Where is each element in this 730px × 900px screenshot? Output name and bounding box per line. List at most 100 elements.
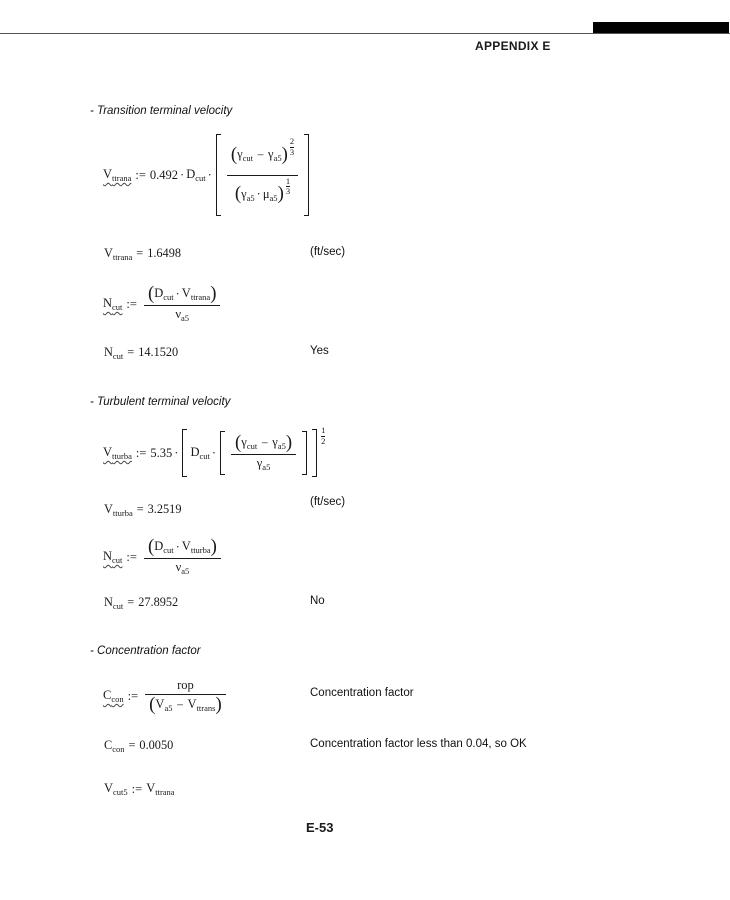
left-bracket <box>182 429 188 477</box>
header-black-bar <box>593 22 729 33</box>
var-base: V <box>187 696 197 711</box>
var-base: γ <box>256 455 263 470</box>
var-v-tturba: Vtturba <box>182 539 211 555</box>
equation-turbulent-terminal-velocity-definition: Vtturba := 5.35 · Dcut · ( γcut − <box>103 424 326 482</box>
var-gamma-a5: γa5 <box>257 456 271 472</box>
result-value: 27.8952 <box>138 595 179 609</box>
var-subscript: con <box>112 744 125 754</box>
fraction-denominator: νa5 <box>171 306 193 324</box>
right-paren: ) <box>285 432 293 454</box>
var-base: V <box>155 696 165 711</box>
fraction-numerator: ( Dcut · Vtturba ) <box>144 537 221 558</box>
var-base: V <box>181 286 191 301</box>
fraction-denominator: νa5 <box>172 559 194 577</box>
fraction-numerator: ( Dcut · Vttrana ) <box>144 284 220 305</box>
result-v-tturba: Vtturba=3.2519 <box>104 502 181 518</box>
header-rule-line <box>0 33 730 34</box>
left-paren: ( <box>230 143 238 165</box>
coefficient: 5.35 <box>150 445 173 460</box>
var-base: V <box>103 166 113 181</box>
var-subscript: cut <box>195 172 206 183</box>
multiply-dot: · <box>211 445 217 460</box>
var-subscript: cut <box>112 554 123 565</box>
var-subscript: con <box>111 693 124 704</box>
left-paren: ( <box>234 183 242 205</box>
assign-operator: := <box>127 688 139 703</box>
section-label-concentration-factor: - Concentration factor <box>90 645 201 657</box>
var-mu-a5: μa5 <box>263 187 278 203</box>
var-base: N <box>104 345 113 359</box>
page-number: E-53 <box>306 820 334 835</box>
var-v-ttrana: Vttrana <box>103 167 131 183</box>
var-d-cut: Dcut <box>154 286 173 302</box>
var-c-con: Ccon <box>103 688 124 704</box>
ok-annotation: Concentration factor less than 0.04, so … <box>310 738 527 750</box>
var-base: V <box>104 502 113 516</box>
right-bracket <box>304 133 310 217</box>
assign-operator: := <box>135 167 146 182</box>
multiply-dot: · <box>256 187 261 202</box>
var-rop: rop <box>177 677 194 692</box>
var-subscript: tturba <box>112 450 132 461</box>
var-subscript: a5 <box>262 461 271 472</box>
var-base: V <box>104 246 113 260</box>
var-gamma-a5: γa5 <box>241 187 255 203</box>
var-gamma-cut: γcut <box>241 435 257 451</box>
var-base: ν <box>175 306 181 321</box>
var-subscript: ttrana <box>155 787 175 797</box>
equation-v-cut5-assignment: Vcut5 := Vttrana <box>104 781 175 797</box>
equals-operator: = <box>127 595 135 609</box>
var-subscript: tturba <box>190 545 211 556</box>
left-bracket <box>215 133 221 217</box>
multiply-dot: · <box>180 167 185 182</box>
exp-bar <box>321 435 326 437</box>
assign-operator: := <box>135 445 147 460</box>
fraction-denominator: γa5 <box>253 455 275 473</box>
var-base: N <box>103 295 113 310</box>
equals-operator: = <box>136 502 144 516</box>
fraction-bar <box>231 453 297 455</box>
multiply-dot: · <box>175 286 180 301</box>
right-paren: ) <box>215 693 222 715</box>
var-base: D <box>190 444 200 459</box>
var-gamma-cut: γcut <box>237 147 253 163</box>
exp-bar <box>285 186 291 188</box>
var-subscript: ttrana <box>112 252 133 262</box>
description-annotation: Concentration factor <box>310 687 414 699</box>
fraction-numerator: rop <box>173 677 198 694</box>
var-subscript: cut <box>246 441 258 452</box>
var-base: γ <box>268 147 274 162</box>
var-gamma-a5: γa5 <box>272 435 286 451</box>
unit-annotation: (ft/sec) <box>310 496 346 508</box>
var-subscript: cut <box>199 450 210 461</box>
fraction-bar <box>143 304 221 306</box>
left-paren: ( <box>235 432 242 454</box>
result-c-con: Ccon=0.0050 <box>104 738 173 754</box>
var-base: N <box>103 548 113 563</box>
var-base: N <box>104 595 113 609</box>
fraction-bar <box>145 693 226 695</box>
var-base: μ <box>262 186 270 201</box>
exp-denominator: 3 <box>285 186 291 197</box>
result-v-ttrana: Vttrana=1.6498 <box>104 246 181 262</box>
flag-annotation: No <box>310 595 325 607</box>
var-nu-a5: νa5 <box>175 307 189 323</box>
var-base: C <box>103 687 112 702</box>
multiply-dot: · <box>207 167 212 182</box>
var-base: γ <box>241 186 247 201</box>
var-subscript: tturba <box>112 508 133 518</box>
var-subscript: a5 <box>246 192 255 203</box>
var-v-ttrans: Vttrans <box>188 697 216 713</box>
multiply-dot: · <box>174 445 179 460</box>
minus-operator: − <box>176 697 184 712</box>
fraction-numerator: ( γcut − γa5 ) <box>231 433 296 454</box>
left-bracket <box>220 431 226 475</box>
var-subscript: a5 <box>164 702 173 713</box>
var-n-cut: Ncut <box>103 296 122 312</box>
var-subscript: cut <box>112 351 124 361</box>
var-v-tturba: Vtturba <box>103 445 132 461</box>
